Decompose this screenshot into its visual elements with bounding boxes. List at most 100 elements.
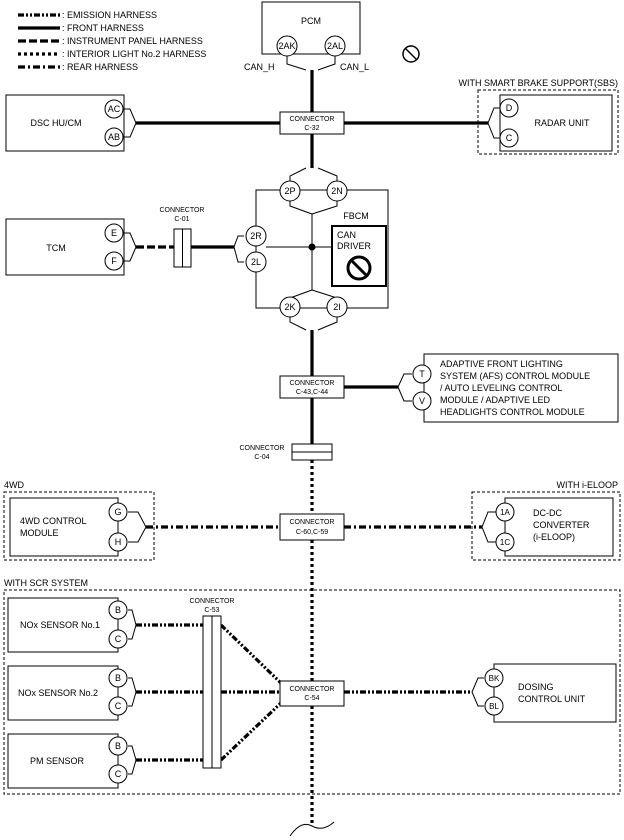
c04-label-2: C-04 (254, 454, 269, 461)
ieloop-label-2: CONVERTER (533, 520, 590, 530)
fbcm-internal-bus-2n (311, 200, 338, 215)
c43-label-1: CONNECTOR (290, 380, 335, 387)
nox1-pin-taps (128, 609, 137, 640)
radar-pin-d (499, 98, 519, 118)
tcm-pin-f (104, 251, 124, 271)
fbcm-pin-2n (326, 180, 348, 202)
pm-pin-b-label: B (115, 741, 121, 751)
scr-group-label: WITH SCR SYSTEM (4, 578, 88, 588)
afs-label-1: ADAPTIVE FRONT LIGHTING (440, 359, 563, 369)
ieloop-pin-taps (481, 511, 496, 543)
dosing-pin-bk-label: BK (489, 674, 500, 683)
prohibition-icon (346, 255, 372, 281)
fbcm-2p-lead (289, 167, 307, 182)
nox2-title: NOx SENSOR No.2 (18, 688, 98, 698)
wire-break-symbol (289, 821, 335, 837)
fbcm-2n-lead (317, 167, 338, 182)
sbs-group-label: WITH SMART BRAKE SUPPORT(SBS) (458, 78, 618, 88)
tcm-pin-taps (124, 232, 137, 262)
dsc-box (5, 94, 125, 152)
dosing-pin-taps (471, 677, 484, 707)
can-driver-label-1: CAN (337, 230, 356, 240)
tcm-pin-e-label: E (111, 228, 117, 238)
afs-pin-t (412, 364, 432, 384)
dosing-pin-bl-label: BL (489, 702, 499, 711)
nox2-pin-c-label: C (115, 701, 122, 711)
fbcm-pin-2r-label: 2R (250, 231, 262, 241)
fbcm-pin-2n-label: 2N (331, 186, 343, 196)
dsc-pin-ac-label: AC (108, 104, 121, 114)
radar-pin-c (499, 128, 519, 148)
connector-c60-c59 (279, 513, 345, 541)
legend-rear-label: : REAR HARNESS (62, 62, 138, 72)
awd-label-1: 4WD CONTROL (20, 516, 87, 526)
nox1-pin-c-label: C (115, 634, 122, 644)
fbcm-pin-2k-label: 2K (284, 302, 295, 312)
tcm-pin-f-label: F (111, 256, 117, 266)
c01-label-2: C-01 (174, 216, 189, 223)
fbcm-pin-2k (279, 296, 301, 318)
dsc-pin-ac (104, 99, 124, 119)
radar-pin-taps (487, 107, 500, 139)
afs-pin-v-label: V (419, 396, 425, 406)
radar-box (499, 94, 613, 152)
fbcm-2i-lead (317, 316, 338, 331)
awd-group-frame (3, 491, 155, 561)
ieloop-label-1: DC-DC (533, 508, 562, 518)
legend-interior-label: : INTERIOR LIGHT No.2 HARNESS (62, 49, 206, 59)
fbcm-pin-2p (279, 180, 301, 202)
awd-pin-taps (128, 511, 147, 543)
fbcm-pin-2l (245, 251, 267, 273)
afs-label-4: MODULE / ADAPTIVE LED (440, 395, 551, 405)
c60-label-2: C-60,C-59 (296, 529, 328, 536)
fbcm-left-pin-taps (233, 235, 244, 263)
pcm-can-l-wire (317, 54, 336, 71)
legend: : EMISSION HARNESS : FRONT HARNESS : INS… (18, 10, 206, 72)
pcm-can-h-wire (286, 54, 307, 71)
awd-pin-h-label: H (115, 537, 122, 547)
afs-pin-taps (397, 373, 412, 402)
legend-emission-label: : EMISSION HARNESS (62, 10, 157, 20)
nox1-box (7, 597, 119, 653)
dosing-label-1: DOSING (518, 682, 554, 692)
awd-pin-g-label: G (114, 507, 121, 517)
fbcm-bus-junction (308, 243, 316, 251)
ieloop-pin-1a (495, 502, 515, 522)
pm-pin-c-label: C (115, 769, 122, 779)
legend-instrument-label: : INSTRUMENT PANEL HARNESS (62, 36, 203, 46)
awd-box (9, 497, 119, 557)
dsc-pin-taps (124, 108, 137, 138)
pm-title: PM SENSOR (30, 756, 85, 766)
c60-label-1: CONNECTOR (290, 519, 335, 526)
nox1-pin-b (108, 600, 128, 620)
fbcm-title: FBCM (343, 211, 369, 221)
can-l-label: CAN_L (340, 62, 369, 72)
afs-label-2: SYSTEM (AFS) CONTROL MODULE (440, 371, 590, 381)
radar-pin-d-label: D (506, 103, 513, 113)
fbcm-pin-2l-label: 2L (251, 257, 261, 267)
nox1-pin-b-label: B (115, 605, 121, 615)
pcm-pin-2al-label: 2AL (327, 41, 343, 51)
fbcm-pin-2p-label: 2P (284, 186, 295, 196)
afs-pin-v (412, 391, 432, 411)
legend-front-label: : FRONT HARNESS (62, 23, 144, 33)
dsc-title: DSC HU/CM (31, 118, 82, 128)
radar-pin-c-label: C (506, 133, 513, 143)
ieloop-group-frame (471, 491, 621, 561)
ieloop-label-3: (i-ELOOP) (533, 532, 575, 542)
afs-pin-t-label: T (419, 369, 425, 379)
c32-label-1: CONNECTOR (290, 116, 335, 123)
fbcm-pin-2i (326, 296, 348, 318)
dosing-pin-bl (484, 696, 504, 716)
nox2-pin-b-label: B (115, 673, 121, 683)
c01-label-1: CONNECTOR (160, 207, 205, 214)
dosing-box (493, 663, 617, 723)
fbcm-pin-2r (245, 225, 267, 247)
c43-label-2: C-43,C-44 (296, 389, 328, 396)
tcm-box (5, 218, 125, 276)
pcm-pin-2ak (276, 35, 298, 57)
fbcm-pin-2i-label: 2I (333, 302, 341, 312)
tcm-pin-e (104, 223, 124, 243)
ieloop-pin-1c (495, 532, 515, 552)
